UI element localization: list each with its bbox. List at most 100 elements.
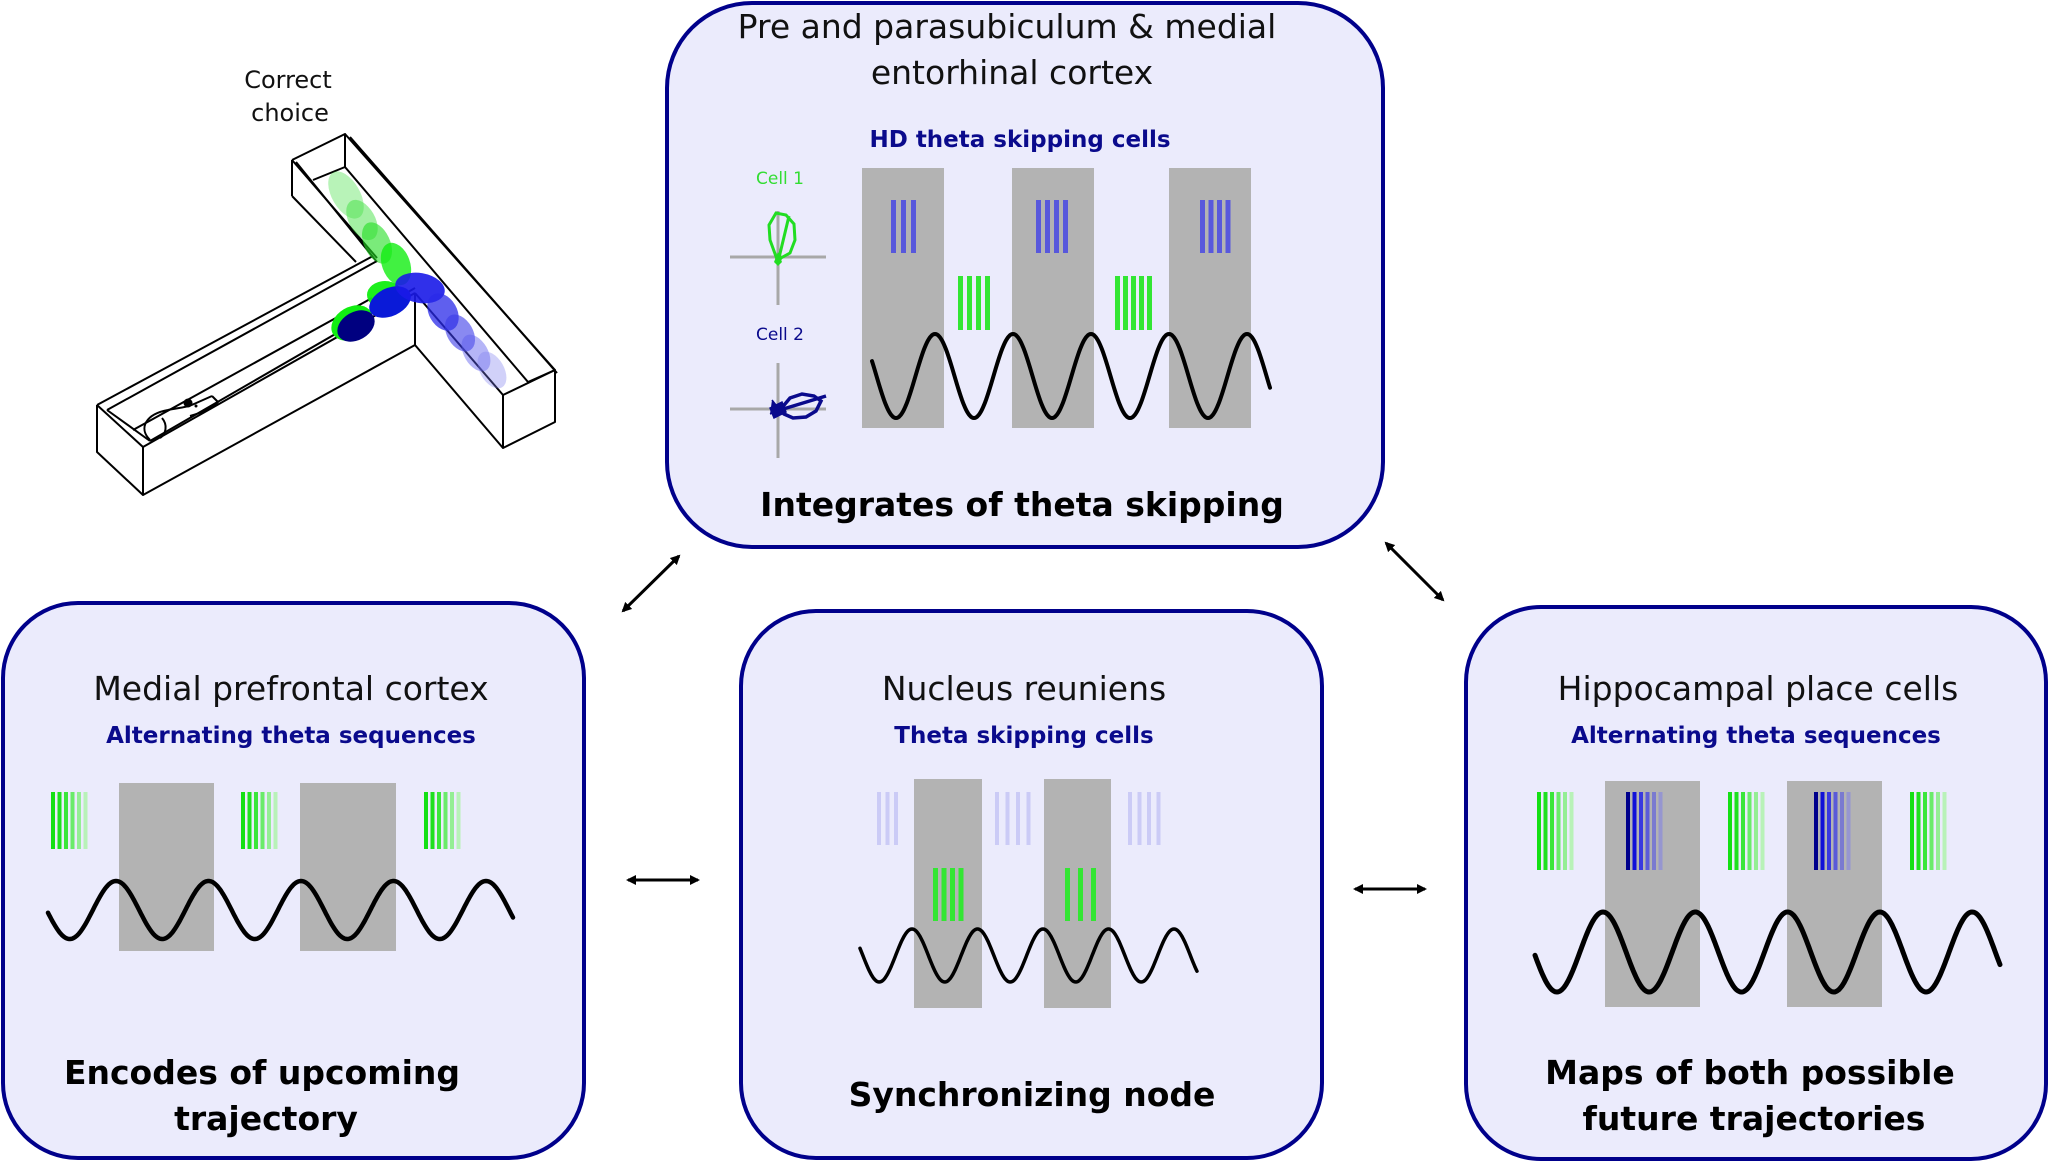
spike — [1569, 792, 1574, 870]
spike — [456, 792, 461, 849]
spike — [1063, 200, 1068, 253]
spike — [1200, 200, 1205, 253]
mpfc-theta-wave — [45, 878, 516, 942]
pre-para-title-line2: entorhinal cortex — [871, 53, 1153, 92]
spike — [1741, 792, 1745, 870]
theta-window — [1012, 168, 1094, 428]
spike — [450, 792, 454, 849]
spike — [1225, 200, 1231, 253]
t-maze-illustration: Correct choice — [96, 66, 558, 496]
spike — [894, 792, 898, 845]
mpfc-to-pre-para-arrow — [621, 554, 681, 613]
spike — [77, 792, 81, 849]
maze-right-floor-line — [344, 166, 529, 383]
spike — [1156, 792, 1161, 845]
spike — [1091, 868, 1096, 921]
spike — [437, 792, 441, 849]
maze-label-line2: choice — [251, 99, 329, 127]
maze-stem-end-rim — [106, 409, 151, 442]
spike — [1840, 792, 1844, 870]
spike — [1734, 792, 1739, 870]
spike — [967, 276, 972, 330]
spike — [1820, 792, 1825, 870]
reuniens-theta-wave — [858, 927, 1199, 984]
maze-right-back-rim — [349, 136, 558, 374]
spike — [933, 868, 938, 921]
spike — [1036, 200, 1041, 253]
reuniens-panel: Nucleus reuniens Theta skipping cells Sy… — [739, 609, 1324, 1160]
spike — [901, 200, 906, 253]
pre-para-to-hippocampus-arrow — [1384, 541, 1445, 602]
mpfc-spike-rasters — [51, 792, 461, 849]
pre-para-conclusion: Integrates of theta skipping — [760, 485, 1284, 524]
spike — [1147, 276, 1152, 330]
theta-window — [1044, 779, 1111, 1008]
connection-arrows — [621, 541, 1445, 894]
spike — [1123, 276, 1128, 330]
mpfc-conclusion-line1: Encodes of upcoming — [64, 1053, 460, 1092]
spike — [911, 200, 916, 253]
hippocampus-panel: Hippocampal place cells Alternating thet… — [1464, 605, 2048, 1161]
spike — [1916, 792, 1921, 870]
spike — [1217, 200, 1222, 253]
blue-trajectory — [337, 272, 507, 389]
spike — [1814, 792, 1818, 870]
spike — [1054, 200, 1059, 253]
spike — [1065, 868, 1070, 921]
reuniens-conclusion: Synchronizing node — [849, 1075, 1216, 1114]
spike — [1208, 200, 1214, 253]
reuniens-theta-windows — [914, 779, 1111, 1008]
spike — [1626, 792, 1630, 870]
spike — [1833, 792, 1838, 870]
spike — [424, 792, 428, 849]
spike — [1115, 276, 1120, 330]
cell2-label: Cell 2 — [756, 325, 804, 345]
hippocampus-title: Hippocampal place cells — [1558, 669, 1959, 708]
pre-para-spike-rasters — [891, 200, 1231, 330]
pre-para-mec-panel: Pre and parasubiculum & medial entorhina… — [665, 1, 1385, 549]
hippocampus-conclusion-line2: future trajectories — [1583, 1099, 1926, 1138]
hippocampus-theta-wave — [1532, 909, 2003, 995]
spike — [950, 868, 955, 921]
spike — [1747, 792, 1752, 870]
spike — [1078, 868, 1083, 921]
spike — [241, 792, 245, 849]
spike — [1537, 792, 1541, 870]
spike — [1137, 792, 1142, 845]
pre-para-subtitle: HD theta skipping cells — [869, 127, 1170, 153]
spike — [430, 792, 435, 849]
hippocampus-conclusion-line1: Maps of both possible — [1545, 1053, 1955, 1092]
spike — [985, 276, 990, 330]
theta-window — [119, 783, 214, 951]
spike — [1645, 792, 1650, 870]
spike — [958, 868, 964, 921]
maze-top-wall-bottom — [291, 195, 357, 263]
spike — [877, 792, 881, 845]
spike — [83, 792, 88, 849]
mpfc-title: Medial prefrontal cortex — [93, 669, 488, 708]
spike — [267, 792, 271, 849]
maze-label-line1: Correct — [244, 66, 332, 94]
spike — [1936, 792, 1940, 870]
rat-icon — [143, 395, 219, 441]
spike — [941, 868, 947, 921]
cell1-polar-plot — [730, 211, 826, 305]
spike — [1131, 276, 1136, 330]
mpfc-subtitle: Alternating theta sequences — [106, 723, 476, 749]
spike — [260, 792, 265, 849]
spike — [1827, 792, 1831, 870]
pre-para-theta-windows — [862, 168, 1251, 428]
theta-window — [300, 783, 396, 951]
spike — [1632, 792, 1637, 870]
spike — [57, 792, 62, 849]
spike — [1846, 792, 1851, 870]
maze-right-bottom-edge — [414, 344, 504, 449]
reuniens-spike-rasters — [877, 792, 1161, 921]
spike — [1929, 792, 1934, 870]
cell1-label: Cell 1 — [756, 169, 804, 189]
spike — [1942, 792, 1947, 870]
maze-top-end — [291, 133, 346, 181]
spike — [1658, 792, 1663, 870]
cell2-polar-plot — [730, 363, 827, 458]
